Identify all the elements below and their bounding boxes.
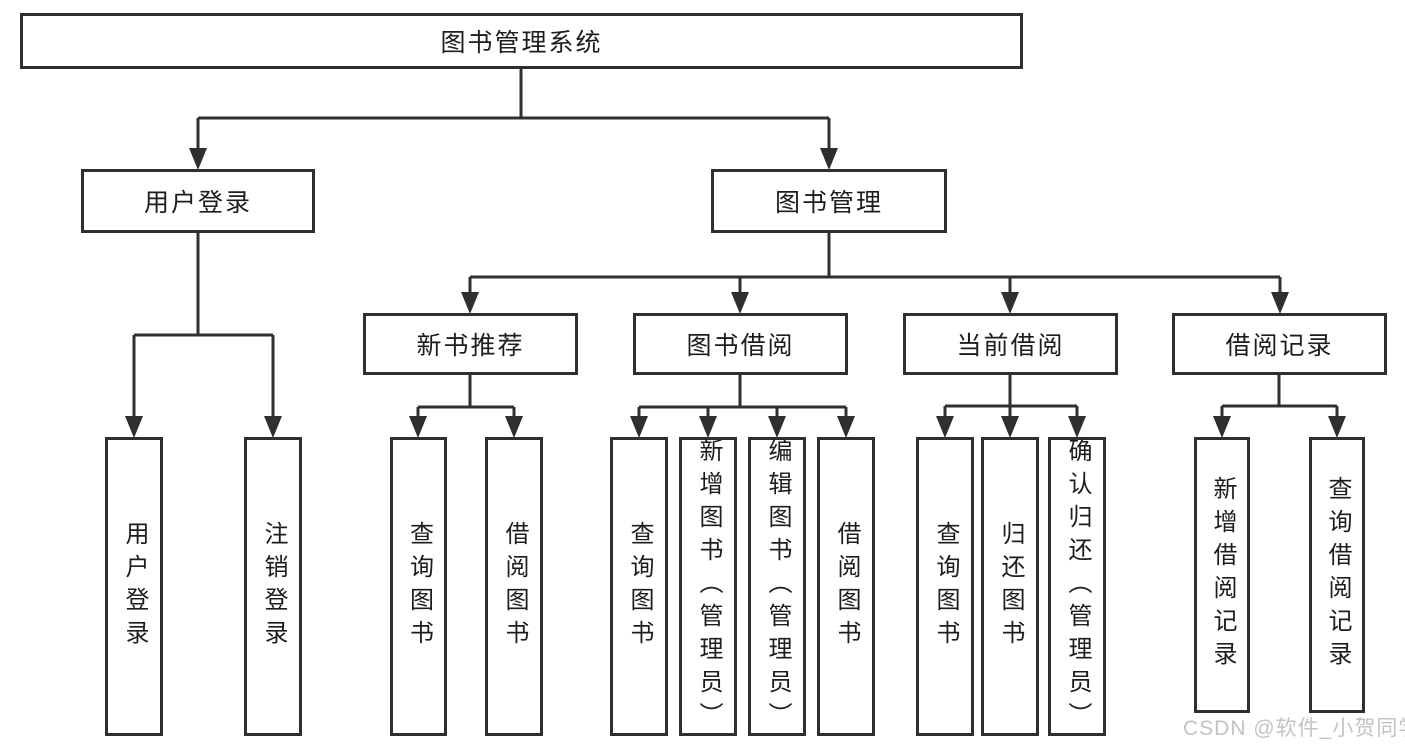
leaf-add-books-admin: 新增图书（管理员） (679, 437, 737, 736)
node-new-book-recommend: 新书推荐 (363, 313, 578, 375)
leaf-logout-label: 注销登录 (260, 520, 287, 653)
leaf-confirm-return-admin: 确认归还（管理员） (1048, 437, 1106, 736)
node-book-borrowing: 图书借阅 (633, 313, 848, 375)
leaf-recommend-borrow-books-label: 借阅图书 (501, 520, 528, 653)
leaf-recommend-query-books: 查询图书 (390, 437, 447, 736)
leaf-query-borrow-record-label: 查询借阅记录 (1324, 476, 1351, 674)
leaf-return-books-label: 归还图书 (997, 520, 1024, 653)
leaf-current-query-books-label: 查询图书 (932, 520, 959, 653)
node-root-system-label: 图书管理系统 (440, 29, 603, 57)
node-root-system: 图书管理系统 (20, 13, 1023, 69)
leaf-logout: 注销登录 (244, 437, 302, 736)
leaf-borrowing-query-books: 查询图书 (610, 437, 668, 736)
node-current-borrowing-label: 当前借阅 (956, 332, 1065, 360)
node-user-login: 用户登录 (81, 169, 315, 233)
node-book-management-label: 图书管理 (774, 189, 883, 217)
leaf-add-books-admin-label: 新增图书（管理员） (695, 438, 722, 735)
node-borrow-records: 借阅记录 (1172, 313, 1387, 375)
leaf-add-borrow-record: 新增借阅记录 (1194, 437, 1250, 713)
leaf-current-query-books: 查询图书 (916, 437, 974, 736)
node-current-borrowing: 当前借阅 (903, 313, 1118, 375)
leaf-add-borrow-record-label: 新增借阅记录 (1209, 476, 1236, 674)
csdn-watermark: CSDN @软件_小贺同学 (1183, 717, 1405, 740)
leaf-return-books: 归还图书 (981, 437, 1039, 736)
leaf-borrow-books-label: 借阅图书 (833, 520, 860, 653)
leaf-edit-books-admin-label: 编辑图书（管理员） (764, 438, 791, 735)
leaf-borrow-books: 借阅图书 (817, 437, 875, 736)
leaf-recommend-query-books-label: 查询图书 (405, 520, 433, 653)
node-book-management: 图书管理 (711, 169, 947, 233)
leaf-borrowing-query-books-label: 查询图书 (626, 520, 653, 653)
node-user-login-label: 用户登录 (143, 189, 252, 217)
leaf-user-login: 用户登录 (105, 437, 163, 736)
leaf-confirm-return-admin-label: 确认归还（管理员） (1064, 438, 1091, 735)
node-new-book-recommend-label: 新书推荐 (416, 332, 525, 360)
leaf-edit-books-admin: 编辑图书（管理员） (748, 437, 806, 736)
leaf-user-login-label: 用户登录 (121, 520, 148, 653)
leaf-query-borrow-record: 查询借阅记录 (1309, 437, 1365, 713)
node-borrow-records-label: 借阅记录 (1225, 332, 1334, 360)
leaf-recommend-borrow-books: 借阅图书 (485, 437, 543, 736)
node-book-borrowing-label: 图书借阅 (686, 332, 795, 360)
